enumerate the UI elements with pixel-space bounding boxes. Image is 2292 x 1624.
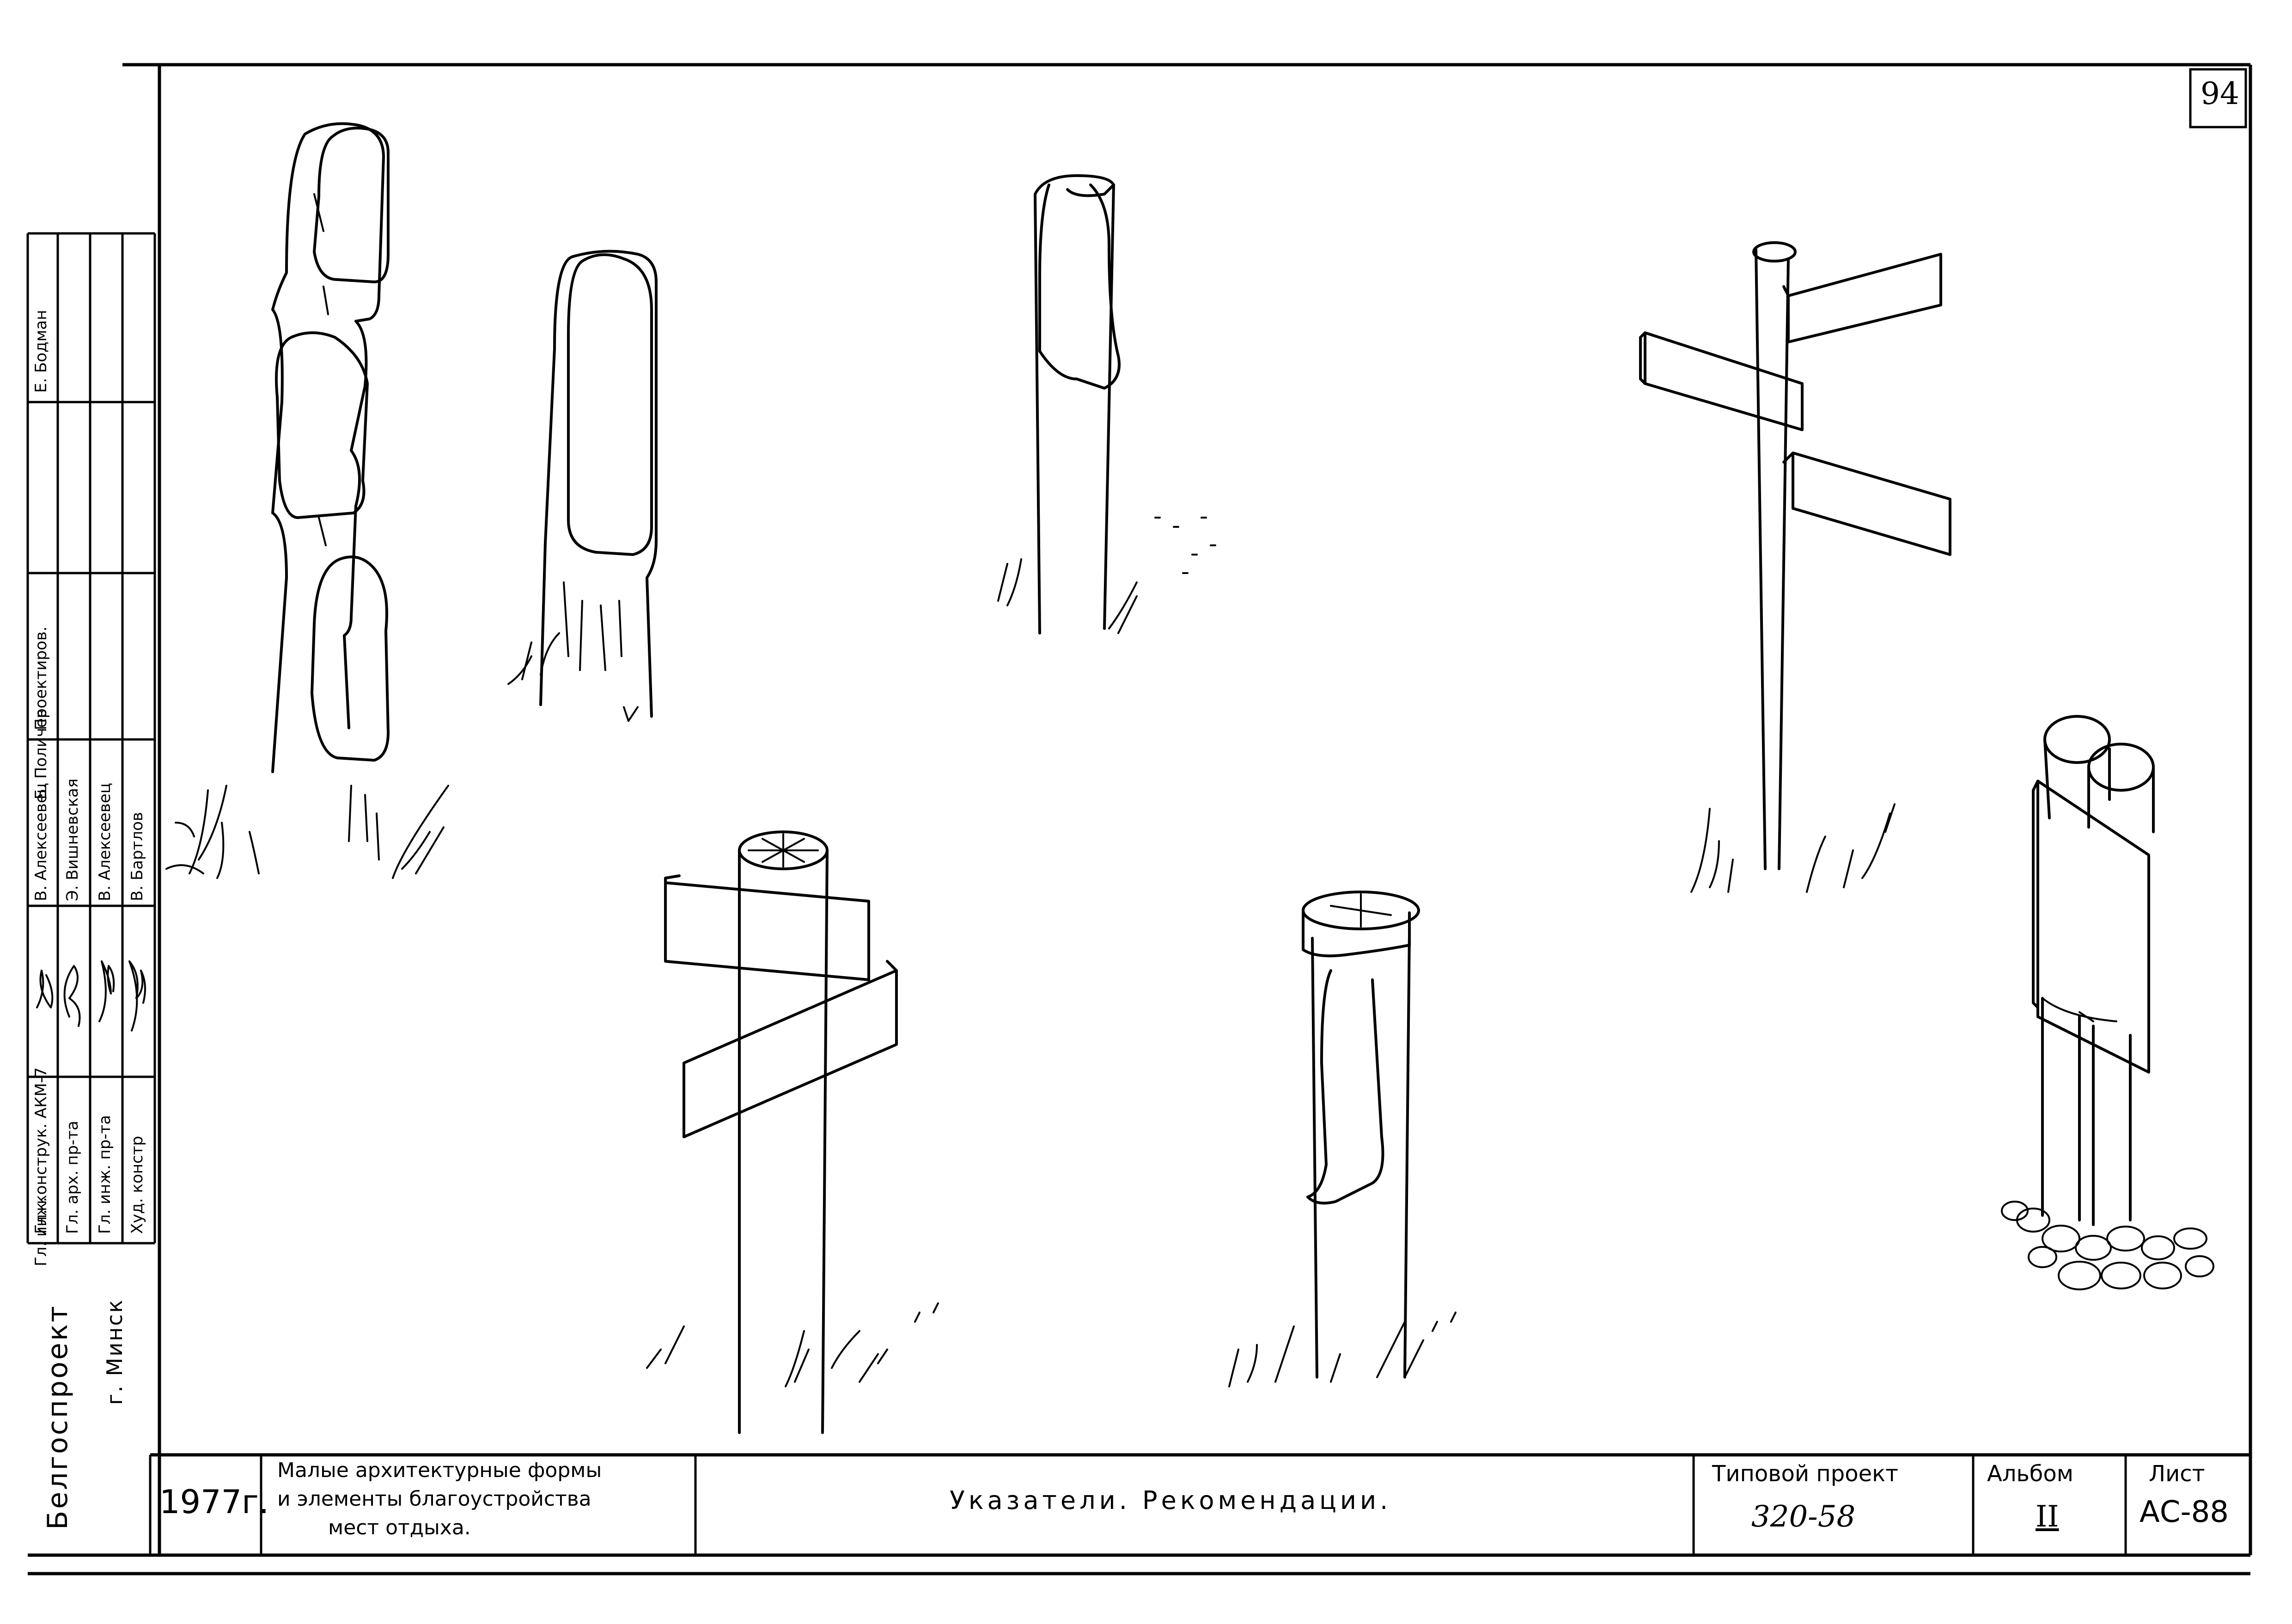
album-label: Альбом [1987, 1461, 2073, 1487]
staff-role: Гл. арх. пр-та [63, 1121, 82, 1234]
illustration-stump-single-plaque [507, 250, 658, 722]
signature-3 [98, 960, 115, 1022]
organization-city: г. Минск [102, 1298, 127, 1405]
staff-partial-text: Гл. инж. [32, 1197, 50, 1266]
page-number: 94 [2201, 76, 2239, 111]
staff-role: Гл. инж. пр-та [96, 1115, 114, 1234]
illustration-signpost-three-arrows [1639, 241, 1951, 893]
staff-name: В. Алексеевец [32, 782, 50, 901]
illustration-twin-log-plaque [2001, 715, 2214, 1290]
series-title-line-2: и элементы благоустройства [277, 1487, 591, 1511]
series-title-line-3: мест отдыха. [328, 1516, 471, 1539]
staff-role: Худ. констр [128, 1136, 146, 1234]
sheet-number: АС-88 [2140, 1495, 2229, 1529]
title-block-grid [149, 1453, 2250, 1555]
album-number: II [2036, 1500, 2059, 1534]
sheet-label: Лист [2149, 1461, 2205, 1487]
signature-1 [36, 970, 54, 1008]
drawing-title: Указатели. Рекомендации. [950, 1486, 1392, 1515]
organization-name: Белгоспроект [42, 1304, 74, 1530]
illustration-post-notched-top [997, 174, 1216, 635]
staff-partial-text: Е. Бодман [32, 310, 50, 393]
project-label: Типовой проект [1712, 1461, 1899, 1487]
project-number: 320-58 [1751, 1500, 1856, 1534]
sheet-frame [28, 63, 2252, 1575]
staff-name: В. Алексеевец [96, 782, 114, 901]
signatures [36, 960, 146, 1032]
illustration-post-two-boards [646, 830, 939, 1434]
illustration-carved-stump-three-plaques [165, 122, 449, 879]
staff-name: В. Бартлов [128, 812, 146, 901]
illustration-post-carved-face [1228, 891, 1457, 1387]
staff-partial-text: Проектиров. [32, 626, 50, 730]
year: 1977г. [159, 1483, 269, 1521]
staff-table-grid [26, 232, 156, 1245]
signature-2 [63, 965, 81, 1027]
staff-name: Э. Вишневская [63, 778, 82, 901]
series-title-line-1: Малые архитектурные формы [277, 1459, 602, 1482]
signature-4 [128, 960, 146, 1032]
page-number-box [2189, 68, 2247, 128]
